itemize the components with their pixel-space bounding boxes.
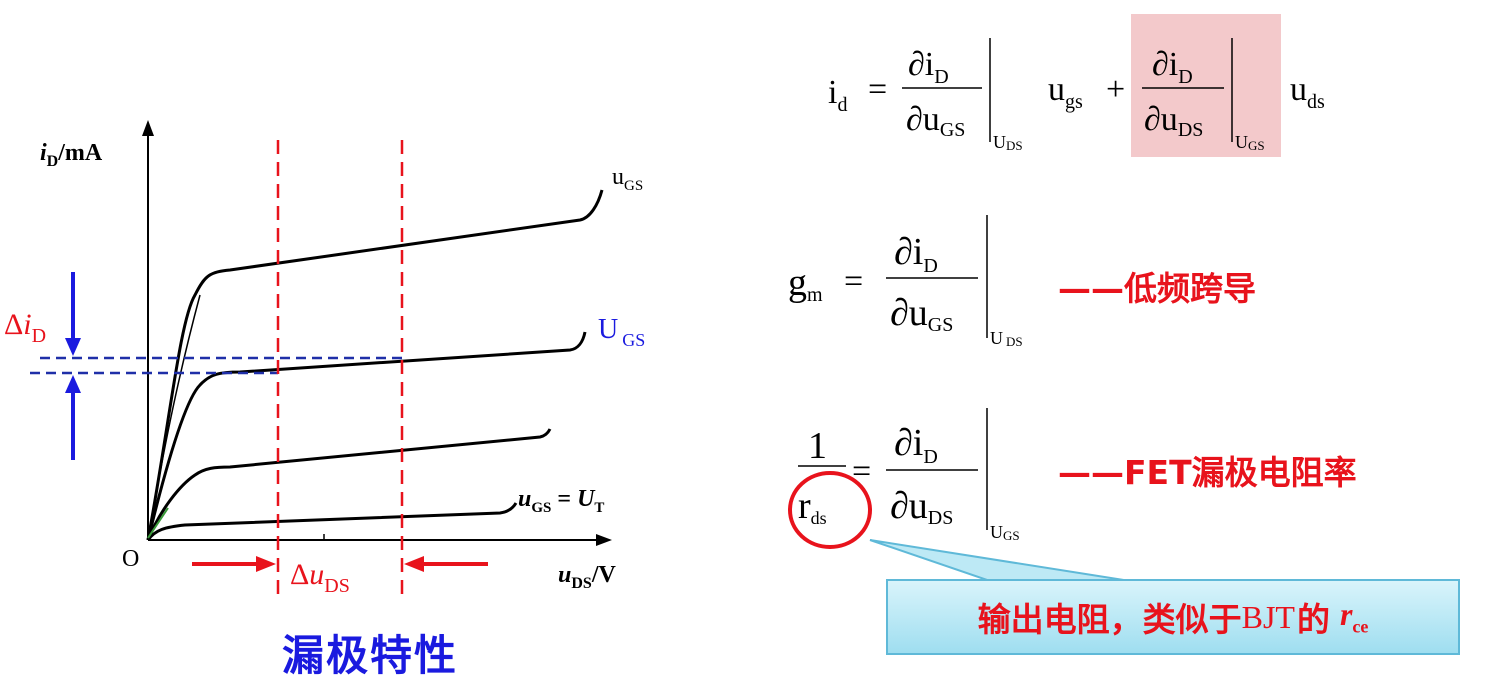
eq3-lhs-denominator: rds	[798, 485, 827, 528]
eq2-lhs: gm	[788, 262, 823, 306]
callout-text-de: 的	[1296, 600, 1330, 639]
eq1-denominator: ∂uGS	[906, 101, 965, 141]
callout-text-bjt: BJT	[1241, 598, 1295, 635]
eq1-denominator2: ∂uDS	[1144, 101, 1203, 141]
callout-r-sub: ce	[1352, 616, 1369, 637]
eq3-label: ——FET漏极电阻率	[1058, 453, 1357, 492]
eq1-eval-label: UDS	[993, 132, 1023, 153]
output-resistance-callout: 输出电阻，类似于 BJT 的 rce	[886, 579, 1460, 655]
eq1-eval-label2: UGS	[1235, 132, 1265, 153]
eq1-numerator2: ∂iD	[1152, 46, 1193, 88]
callout-text-cn: 输出电阻，类似于	[977, 600, 1242, 639]
eq1-highlight	[1131, 14, 1281, 157]
delta-u-arrow-left-head	[256, 556, 276, 572]
curve-label-bottom: uGS = UT	[518, 486, 604, 516]
y-axis-arrow	[142, 120, 154, 136]
eq3: 1 rds = ∂iD ∂uDS UGS	[798, 408, 1020, 543]
curve-ugs-threshold	[146, 502, 518, 541]
eq1-lhs: id	[828, 74, 847, 116]
equations-panel: id = ∂iD ∂uGS UDS ugs + ∂iD ∂uDS UGS uds…	[788, 38, 1325, 582]
delta-i-arrow-down-head	[65, 338, 81, 356]
eq2-equals: =	[844, 263, 863, 300]
eq1-equals: =	[868, 71, 887, 108]
eq1-term2: uds	[1290, 71, 1325, 113]
callout-text-r: rce	[1340, 596, 1368, 637]
x-axis-arrow	[596, 534, 612, 546]
curve-initial-line	[147, 294, 201, 541]
delta-u-label: ΔuDS	[290, 558, 350, 597]
curve-ugs-top	[146, 189, 604, 541]
curve-ugs-low	[146, 428, 552, 541]
eq2-numerator: ∂iD	[894, 231, 938, 277]
rds-highlight-circle	[788, 471, 872, 549]
origin-label: O	[122, 546, 139, 572]
origin-green-segment	[147, 507, 169, 539]
eq2-denominator: ∂uGS	[890, 292, 953, 336]
eq1: id = ∂iD ∂uGS UDS ugs + ∂iD ∂uDS UGS uds	[828, 38, 1325, 153]
x-axis-label: uDS/V	[558, 562, 616, 592]
delta-i-arrow-up-head	[65, 375, 81, 393]
callout-r: r	[1339, 596, 1353, 633]
eq2-label: ——低频跨导	[1058, 269, 1256, 308]
y-axis-label: iD/mA	[40, 140, 103, 170]
eq3-lhs-numerator: 1	[808, 425, 827, 467]
eq1-term1: ugs	[1048, 71, 1083, 113]
graph-caption: 漏极特性	[282, 631, 459, 680]
eq1-numerator: ∂iD	[908, 46, 949, 88]
eq3-numerator: ∂iD	[894, 422, 938, 468]
delta-u-arrow-right-head	[404, 556, 424, 572]
callout-pointer	[869, 539, 1131, 582]
delta-i-label: ΔiD	[4, 308, 46, 347]
eq3-denominator: ∂uDS	[890, 485, 953, 529]
eq3-eval-label: UGS	[990, 522, 1020, 543]
curve-ugs-mid	[146, 331, 587, 541]
eq1-plus: +	[1106, 71, 1125, 108]
curve-label-top: uGS	[612, 164, 643, 194]
